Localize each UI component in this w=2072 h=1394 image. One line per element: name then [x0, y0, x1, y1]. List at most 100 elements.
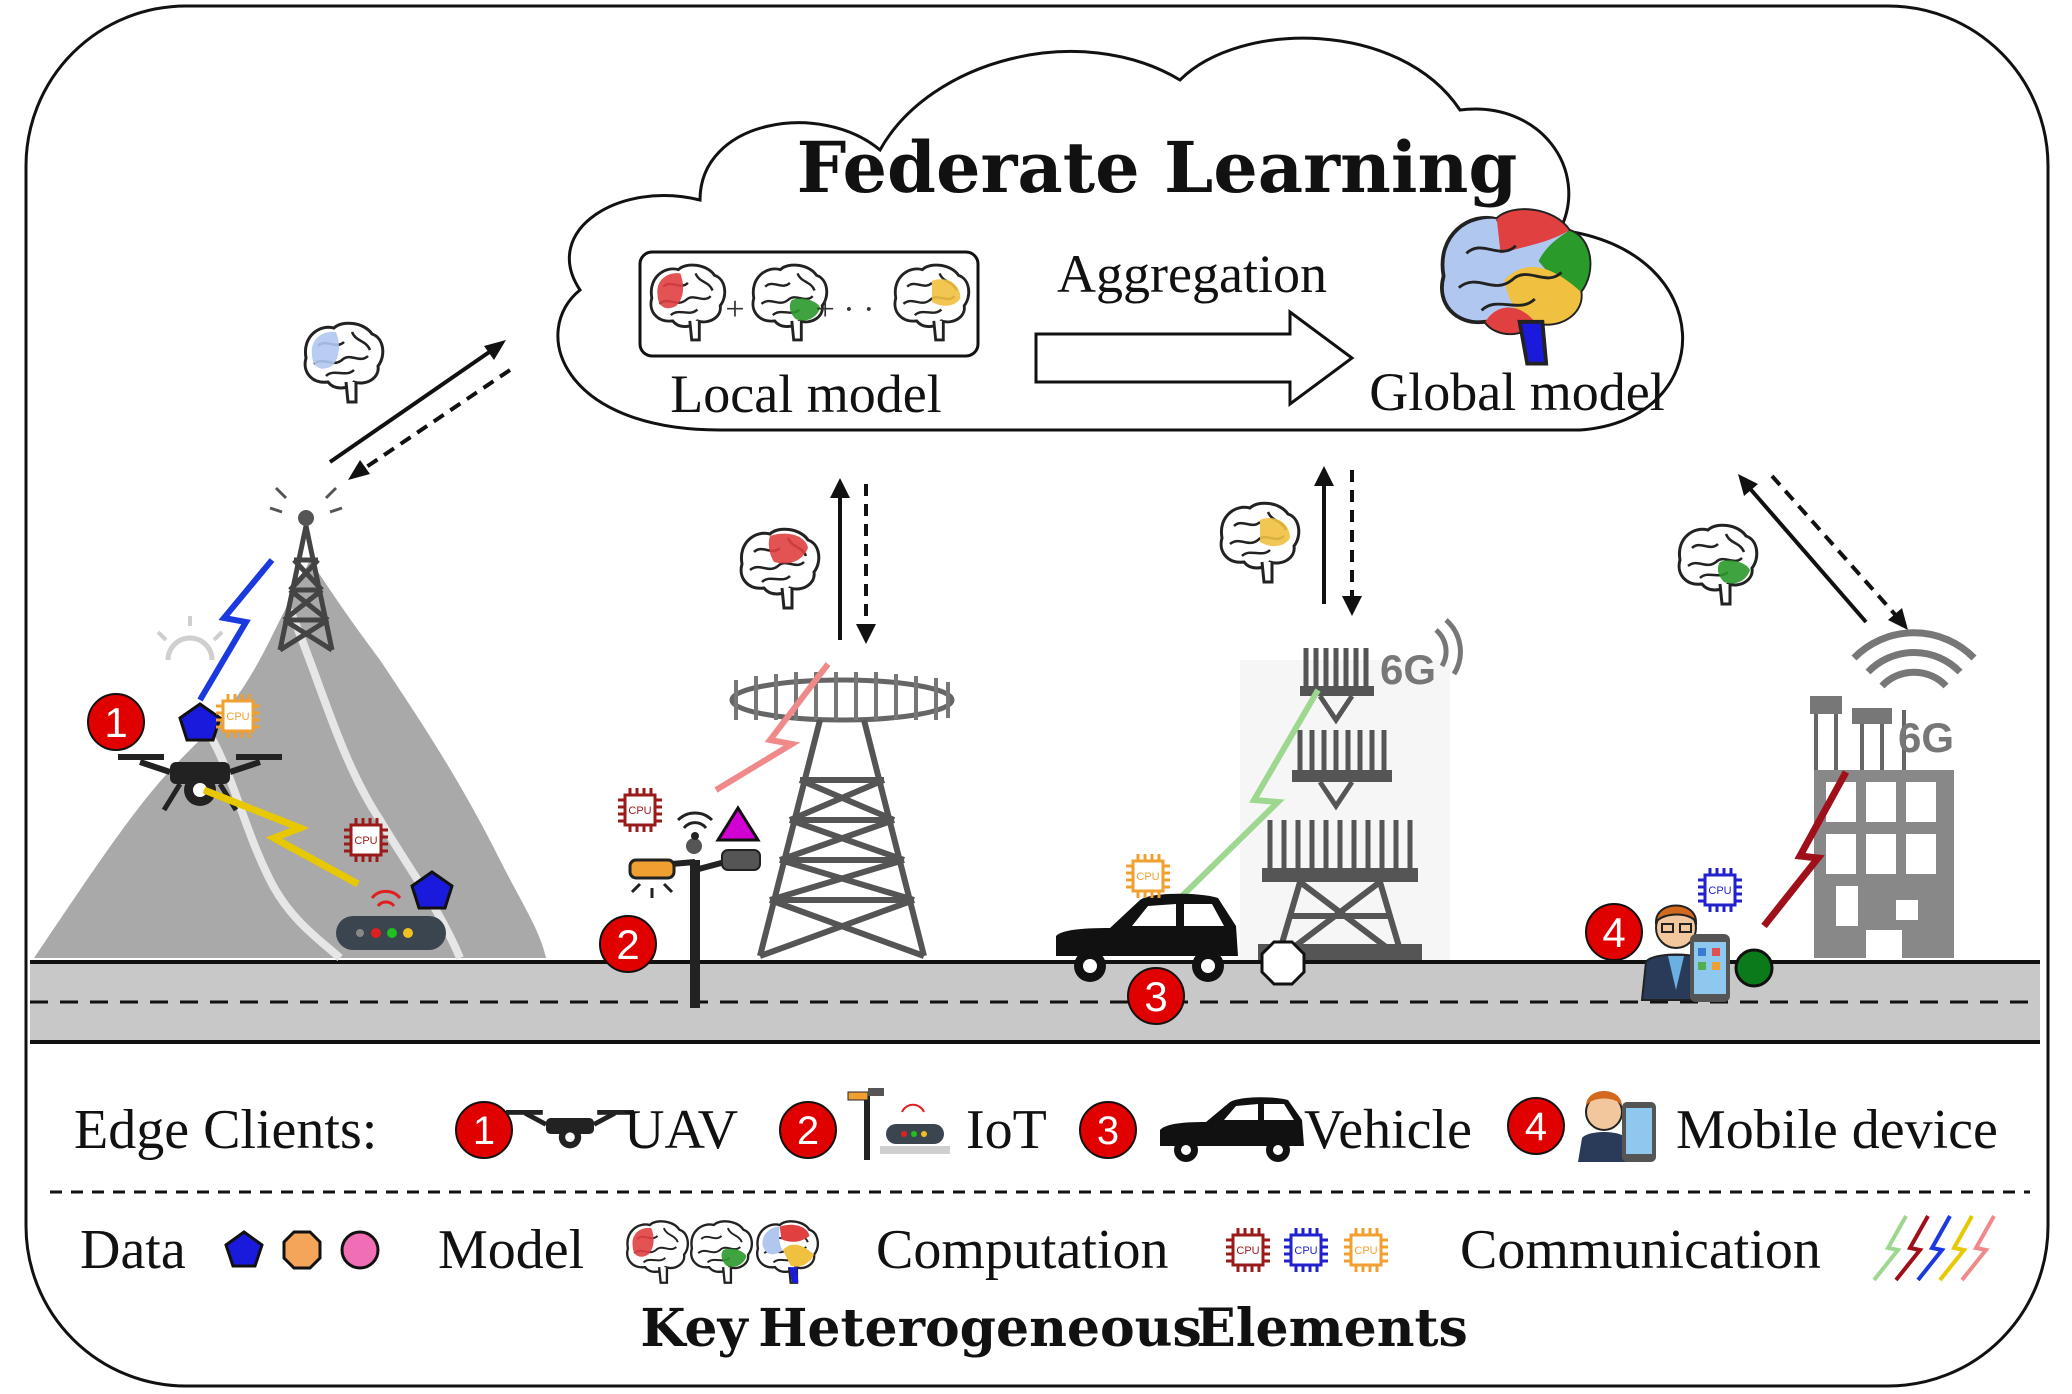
plus-sign: + · · — [816, 291, 875, 328]
global-brain-icon — [1440, 208, 1592, 366]
key-word-3: Elements — [1196, 1298, 1468, 1359]
cpu-icon: CPU — [616, 786, 664, 834]
client-badge-2: 2 — [599, 915, 657, 973]
brain-icon — [303, 321, 385, 404]
sixg-label: 6G — [1380, 646, 1436, 693]
svg-text:4: 4 — [1602, 909, 1625, 956]
svg-text:CPU: CPU — [1354, 1245, 1377, 1257]
legend-client-1: 1 UAV — [455, 1099, 738, 1161]
brain-icon — [893, 263, 971, 342]
svg-text:1: 1 — [473, 1109, 495, 1153]
plus-sign: + — [725, 291, 744, 328]
sixg-label: 6G — [1898, 714, 1954, 761]
signal-icon — [1434, 618, 1463, 676]
local-model-box: + + · · — [638, 250, 980, 358]
lightning-icon — [1761, 770, 1850, 929]
sun-icon — [156, 616, 224, 661]
global-model-label: Global model — [1369, 362, 1664, 422]
client-badge-1: 1 — [87, 693, 145, 751]
person-icon — [1640, 904, 1714, 1001]
street-lamp-icon — [628, 838, 761, 1008]
data-triangle-icon — [715, 805, 761, 842]
router-icon — [336, 889, 446, 950]
svg-text:CPU: CPU — [226, 711, 249, 723]
legend-client-4: 4 Mobile device — [1507, 1091, 1998, 1162]
brain-icon — [739, 527, 821, 610]
cpu-icon: CPU — [1224, 1226, 1272, 1274]
phone-icon — [1690, 934, 1730, 1002]
communication-label: Communication — [1460, 1219, 1821, 1281]
edge-clients-label: Edge Clients: — [74, 1099, 377, 1161]
svg-text:3: 3 — [1097, 1109, 1119, 1153]
cell-tower-icon — [269, 486, 343, 653]
communication-lightning-icons — [1872, 1215, 1996, 1282]
cpu-icon: CPU — [1342, 1226, 1390, 1274]
computation-label: Computation — [876, 1219, 1168, 1281]
brain-icon — [690, 1220, 753, 1284]
svg-text:CPU: CPU — [1136, 871, 1159, 883]
iot-icon — [847, 1088, 950, 1160]
client-badge-4: 4 — [1585, 903, 1643, 961]
brain-icon — [1219, 501, 1301, 584]
data-pentagon-icon — [410, 870, 454, 910]
svg-text:1: 1 — [104, 699, 127, 746]
brain-icon — [649, 263, 727, 342]
brain-icon — [751, 263, 829, 342]
arrows-mobile — [1738, 474, 1908, 630]
aggregation-label: Aggregation — [1057, 244, 1327, 304]
aggregation-arrow — [1034, 309, 1355, 407]
wifi-icon — [676, 811, 714, 830]
diagram-title: Federate Learning — [797, 126, 1518, 209]
data-circle-icon — [340, 1230, 380, 1270]
svg-text:2: 2 — [797, 1109, 819, 1153]
data-pentagon-icon — [178, 702, 222, 742]
data-circle-icon — [1734, 948, 1774, 988]
client-name-vehicle: Vehicle — [1304, 1099, 1472, 1161]
brain-icon — [1677, 523, 1759, 606]
signal-icon — [1851, 629, 1977, 689]
arrows-uav — [328, 340, 512, 480]
svg-text:3: 3 — [1144, 973, 1167, 1020]
cpu-icon: CPU — [342, 816, 390, 864]
data-pentagon-icon — [224, 1230, 264, 1268]
cpu-icon: CPU — [1282, 1226, 1330, 1274]
data-octagon-icon — [1260, 940, 1306, 986]
local-model-label: Local model — [670, 364, 941, 424]
arrows-iot — [830, 478, 876, 644]
client-name-iot: IoT — [966, 1099, 1047, 1161]
client-name-mobile: Mobile device — [1676, 1099, 1998, 1161]
key-word-1: Key — [640, 1298, 749, 1359]
lightning-icon — [197, 558, 275, 702]
cpu-icon: CPU — [1696, 866, 1744, 914]
svg-text:CPU: CPU — [628, 805, 651, 817]
cpu-icon: CPU — [1124, 852, 1172, 900]
lattice-tower-icon — [729, 672, 955, 959]
data-octagon-icon — [282, 1230, 322, 1270]
cpu-icon: CPU — [214, 692, 262, 740]
drone-icon — [118, 754, 282, 812]
svg-text:CPU: CPU — [354, 835, 377, 847]
client-name-uav: UAV — [624, 1099, 738, 1161]
mountain — [34, 560, 546, 961]
client-badge-3: 3 — [1127, 967, 1185, 1025]
brain-icon — [626, 1220, 689, 1284]
legend-client-3: 3 Vehicle — [1079, 1097, 1472, 1162]
person-phone-icon — [1578, 1091, 1656, 1162]
car-icon — [1160, 1097, 1304, 1162]
wifi-dot — [691, 832, 699, 840]
svg-text:CPU: CPU — [1294, 1245, 1317, 1257]
lightning-icon — [1175, 688, 1321, 903]
key-word-2: Heterogeneous — [758, 1298, 1202, 1359]
svg-text:CPU: CPU — [1708, 885, 1731, 897]
car-icon — [1056, 893, 1238, 982]
model-label: Model — [438, 1219, 584, 1281]
legend-client-2: 2 IoT — [779, 1088, 1047, 1161]
data-label: Data — [80, 1219, 186, 1281]
brain-icon — [756, 1220, 819, 1284]
svg-text:2: 2 — [616, 921, 639, 968]
drone-icon — [506, 1110, 634, 1149]
svg-text:4: 4 — [1525, 1105, 1547, 1149]
sixg-tower-icon — [1240, 648, 1450, 960]
arrows-vehicle — [1314, 466, 1362, 616]
